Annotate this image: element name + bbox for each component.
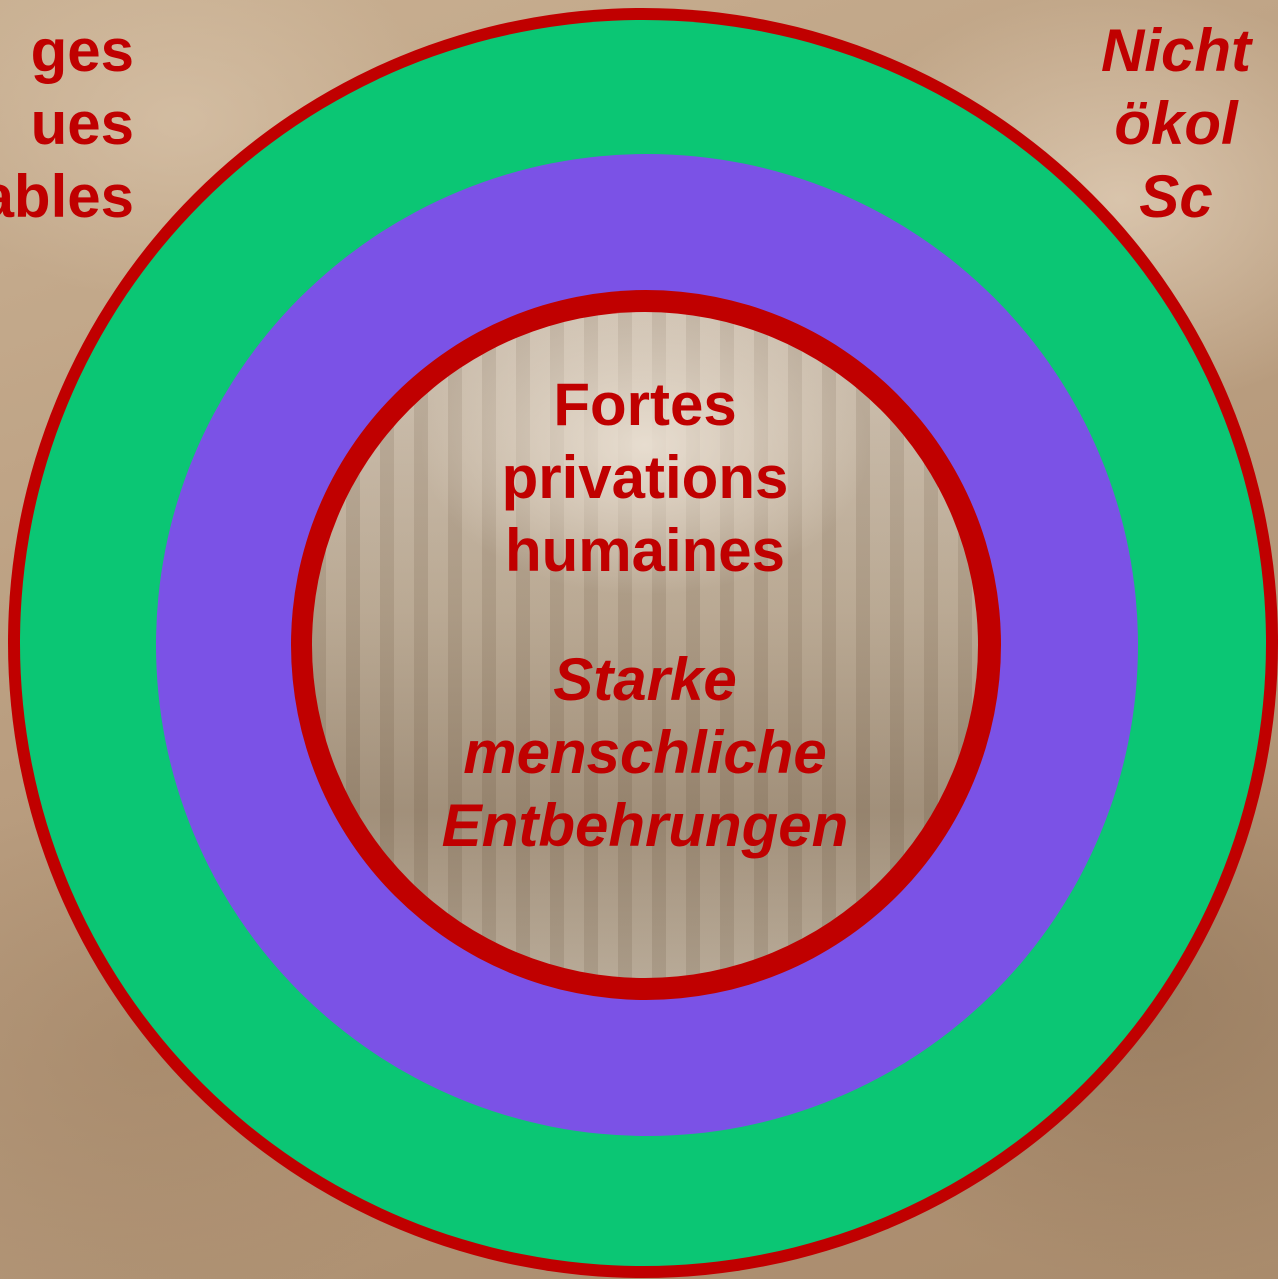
corner-left-line: ges: [30, 17, 134, 84]
center-fr-line: humaines: [504, 517, 786, 584]
center-label-german: Starke menschliche Entbehrungen: [312, 643, 978, 862]
corner-left-line: ables: [0, 163, 134, 230]
corner-right-line: Sc: [1139, 163, 1213, 230]
center-de-line: Entbehrungen: [441, 792, 849, 859]
corner-text-right: Nicht ökol Sc: [1101, 14, 1251, 233]
corner-left-line: ues: [30, 90, 134, 157]
corner-right-line: Nicht: [1101, 17, 1251, 84]
center-de-line: Starke: [553, 646, 737, 713]
center-fr-line: Fortes: [553, 371, 737, 438]
center-photo-circle: [312, 312, 978, 978]
corner-right-line: ökol: [1114, 90, 1238, 157]
center-label-french: Fortes privations humaines: [312, 368, 978, 587]
center-de-line: menschliche: [463, 719, 827, 786]
corner-text-left: ges ues ables: [0, 14, 134, 233]
center-fr-line: privations: [501, 444, 789, 511]
